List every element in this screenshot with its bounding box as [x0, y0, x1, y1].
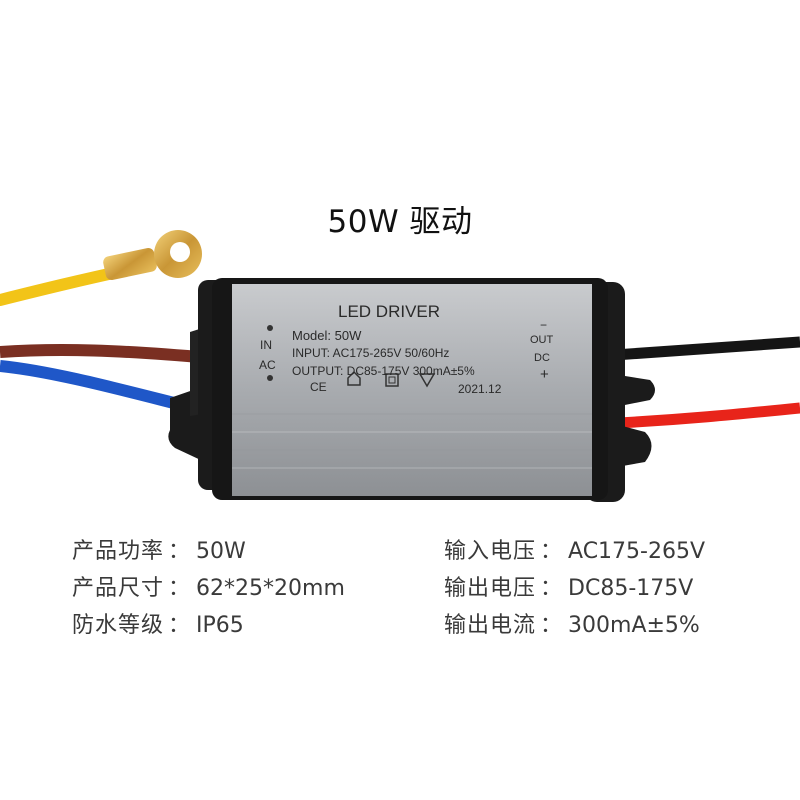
spec-separator: ：	[540, 576, 563, 601]
driver-label-model: Model: 50W	[292, 328, 362, 343]
driver-label-ce: CE	[310, 380, 327, 394]
spec-output-current: 输出电流：300mA±5%	[444, 607, 700, 639]
headline: 50W 驱动	[327, 204, 473, 240]
spec-separator: ：	[168, 576, 191, 601]
spec-key: 防水等级	[72, 613, 165, 638]
spec-key: 输入电压	[444, 539, 537, 564]
spec-key: 输出电压	[444, 576, 537, 601]
spec-key: 产品功率	[72, 539, 165, 564]
ring-terminal	[103, 230, 202, 281]
driver-label-plus: +	[540, 366, 549, 383]
spec-separator: ：	[168, 539, 191, 564]
red-wire	[599, 402, 800, 430]
driver-label-title: LED DRIVER	[338, 302, 441, 321]
product-photo	[0, 230, 800, 502]
spec-value: 300mA±5%	[568, 613, 700, 638]
spec-value: AC175-265V	[568, 539, 706, 564]
driver-housing	[212, 278, 608, 500]
spec-key: 产品尺寸	[72, 576, 165, 601]
spec-key: 输出电流	[444, 613, 537, 638]
driver-label-ac: AC	[259, 358, 276, 372]
black-wire	[599, 336, 800, 362]
spec-size: 产品尺寸：62*25*20mm	[72, 570, 345, 602]
spec-power: 产品功率：50W	[72, 533, 246, 565]
spec-value: DC85-175V	[568, 576, 694, 601]
spec-waterproof: 防水等级：IP65	[72, 607, 244, 639]
spec-value: 62*25*20mm	[196, 576, 345, 601]
driver-label-minus: −	[540, 318, 548, 332]
spec-value: 50W	[196, 539, 246, 564]
driver-label-dc: DC	[534, 352, 550, 364]
driver-label-output: OUTPUT: DC85-175V 300mA±5%	[292, 364, 475, 378]
spec-output-voltage: 输出电压：DC85-175V	[444, 570, 693, 602]
spec-separator: ：	[168, 613, 191, 638]
spec-input-voltage: 输入电压：AC175-265V	[444, 533, 705, 565]
driver-label-out: OUT	[530, 334, 554, 346]
spec-value: IP65	[196, 613, 244, 638]
spec-separator: ：	[540, 539, 563, 564]
driver-label-in: IN	[260, 338, 272, 352]
driver-label-input: INPUT: AC175-265V 50/60Hz	[292, 346, 450, 360]
spec-separator: ：	[540, 613, 563, 638]
brown-wire	[0, 344, 211, 364]
driver-label-date: 2021.12	[458, 382, 502, 396]
